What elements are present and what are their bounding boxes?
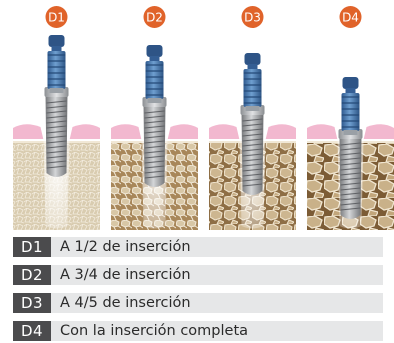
implant: [45, 93, 68, 177]
gum-right: [69, 124, 100, 140]
gum-left: [111, 124, 142, 140]
legend-text: A 1/2 de inserción: [60, 239, 191, 255]
insertion-driver: [47, 35, 66, 93]
implant: [241, 111, 264, 195]
stage-badge-label: D4: [342, 11, 359, 25]
stage-badge: [339, 6, 362, 28]
legend-row-d3: D3 A 4/5 de inserción: [13, 293, 383, 313]
stage-badge-label: D1: [48, 11, 65, 25]
implant: [143, 103, 166, 187]
legend-text: A 3/4 de inserción: [60, 267, 191, 283]
legend-row-d4: D4 Con la inserción completa: [13, 321, 383, 341]
stage-d4: D4: [307, 6, 394, 230]
gum-right: [265, 124, 296, 140]
legend-tag: D1: [13, 237, 51, 257]
gum-left: [13, 124, 44, 140]
gum-left: [307, 124, 338, 140]
legend-row-d1: D1 A 1/2 de inserción: [13, 237, 383, 257]
stage-badge-label: D3: [244, 11, 261, 25]
gum-right: [363, 124, 394, 140]
legend-text: A 4/5 de inserción: [60, 295, 191, 311]
legend-tag: D2: [13, 265, 51, 285]
insertion-driver: [145, 45, 164, 103]
stage-badge: [143, 6, 166, 28]
stage-badge-label: D2: [146, 11, 163, 25]
stage-d1: D1: [13, 6, 100, 230]
gum-left: [209, 124, 240, 140]
legend-text: Con la inserción completa: [60, 323, 249, 339]
gum-right: [167, 124, 198, 140]
stage-d2: D2: [111, 6, 198, 230]
stage-badge: [241, 6, 264, 28]
insertion-driver: [243, 53, 262, 111]
insertion-driver: [341, 77, 360, 135]
legend-tag: D4: [13, 321, 51, 341]
stage-d3: D3: [209, 6, 296, 230]
implant: [339, 135, 362, 219]
stage-badge: [45, 6, 68, 28]
implant-insertion-diagram: D1 D2 D3 D4: [13, 6, 394, 230]
legend-row-d2: D2 A 3/4 de inserción: [13, 265, 383, 285]
legend-tag: D3: [13, 293, 51, 313]
